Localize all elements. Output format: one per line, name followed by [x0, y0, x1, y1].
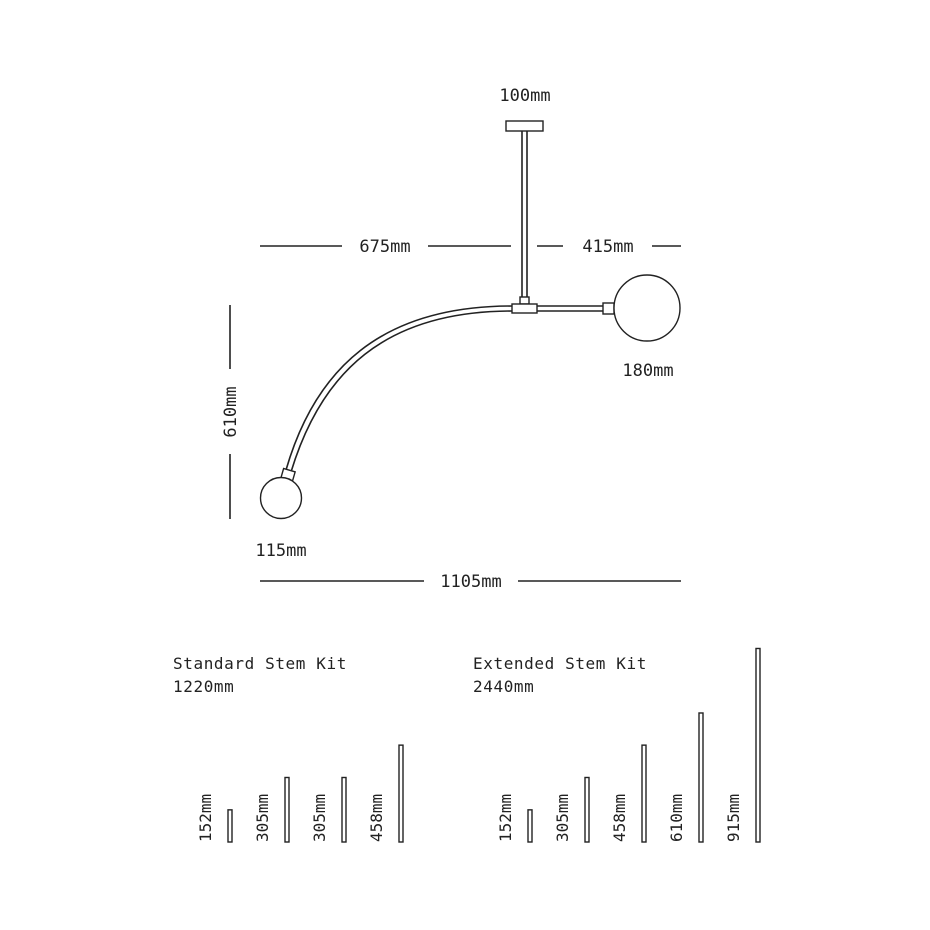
stem-length-label: 305mm: [253, 794, 272, 842]
canopy-width-label: 100mm: [499, 86, 550, 106]
stem-bar: [698, 712, 704, 843]
extended-stem-kit: Extended Stem Kit 2440mm 152mm 305mm 458mm…: [473, 647, 761, 843]
stem-length-label: 915mm: [724, 794, 743, 842]
left-reach-label: 675mm: [359, 237, 410, 257]
stem-bar: [284, 776, 290, 843]
dimension-lines: [229, 245, 681, 582]
stem-length-label: 305mm: [553, 794, 572, 842]
stem-list: 152mm 305mm 305mm 458mm: [196, 744, 404, 843]
stem-bar: [584, 776, 590, 843]
stem-bar: [227, 809, 233, 843]
right-socket: [602, 302, 615, 315]
center-hub: [511, 303, 538, 314]
stem-length-label: 610mm: [667, 794, 686, 842]
right-reach-label: 415mm: [582, 237, 633, 257]
stem-bar: [527, 809, 533, 843]
small-globe: [259, 476, 303, 520]
stem-bar: [755, 647, 761, 843]
dimension-labels: 100mm 675mm 415mm 180mm 610mm 115mm 1105…: [221, 86, 674, 592]
standard-stem-kit: Standard Stem Kit 1220mm 152mm 305mm 305mm…: [173, 654, 404, 843]
stem-length-label: 458mm: [610, 794, 629, 842]
stem-length-label: 458mm: [367, 794, 386, 842]
kit-title: Standard Stem Kit: [173, 654, 347, 673]
stem-length-label: 152mm: [196, 794, 215, 842]
stem-bar: [398, 744, 404, 843]
stem-list: 152mm 305mm 458mm 610mm 915mm: [496, 647, 761, 843]
fixture-drawing: [259, 120, 681, 520]
kit-total: 1220mm: [173, 677, 234, 696]
stem-coupler: [519, 296, 530, 305]
stem-length-label: 305mm: [310, 794, 329, 842]
ceiling-canopy: [505, 120, 544, 132]
stem-length-label: 152mm: [496, 794, 515, 842]
drop-height-label: 610mm: [221, 386, 241, 437]
small-globe-label: 115mm: [255, 541, 306, 561]
curved-arm-outer: [285, 305, 513, 471]
stem-bar: [341, 776, 347, 843]
kit-title: Extended Stem Kit: [473, 654, 647, 673]
kit-total: 2440mm: [473, 677, 534, 696]
curved-arm-inner: [290, 310, 513, 473]
large-globe: [613, 274, 681, 342]
overall-width-label: 1105mm: [440, 572, 501, 592]
stem-bar: [641, 744, 647, 843]
large-globe-label: 180mm: [622, 361, 673, 381]
